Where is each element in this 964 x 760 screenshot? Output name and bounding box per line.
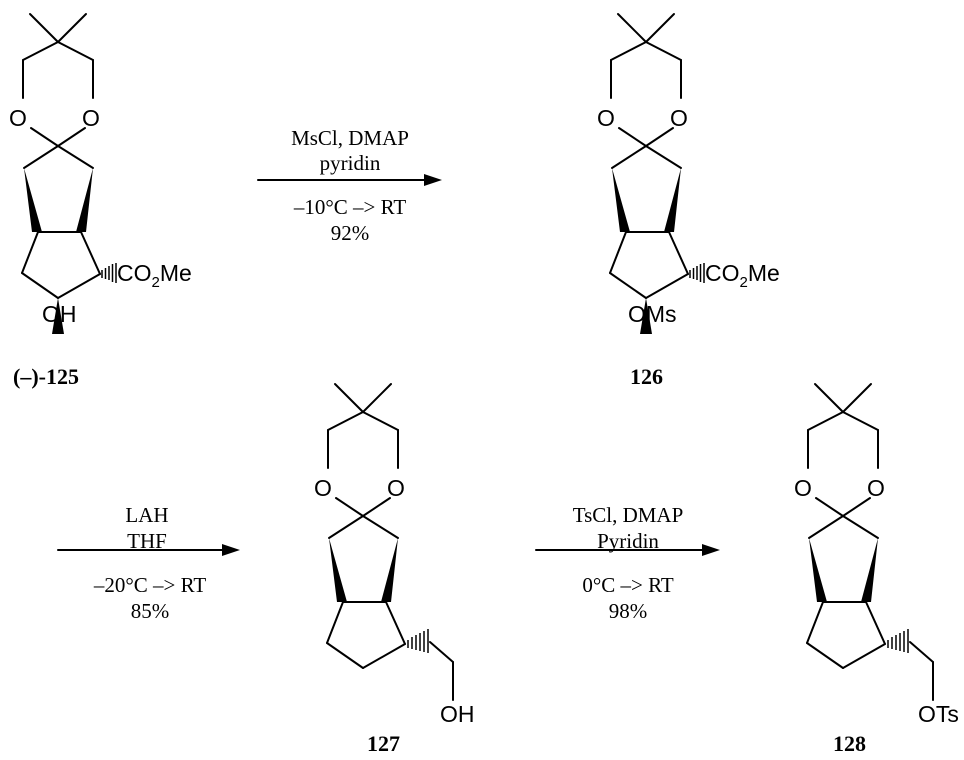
- atom-oxygen: O: [314, 475, 332, 501]
- hydroxyl-group: OH: [42, 301, 77, 327]
- compound-label-125: (–)-125: [13, 364, 79, 389]
- atom-oxygen: O: [9, 105, 27, 131]
- mesylate-group: OMs: [628, 301, 677, 327]
- reaction-arrow-2: LAH THF –20°C –> RT 85%: [57, 503, 240, 623]
- yield: 85%: [131, 599, 170, 623]
- tosylate-group: OTs: [918, 701, 959, 727]
- co2me-group: CO2Me: [705, 260, 780, 291]
- reagents-line-1: TsCl, DMAP: [573, 503, 684, 527]
- conditions: 0°C –> RT: [582, 573, 673, 597]
- compound-label-126: 126: [630, 364, 663, 389]
- yield: 92%: [331, 221, 370, 245]
- arrow-head-icon: [424, 174, 442, 186]
- reaction-arrow-1: MsCl, DMAP pyridin –10°C –> RT 92%: [257, 126, 442, 245]
- compound-126: O O CO2Me OMs 126: [597, 13, 780, 389]
- compound-label-128: 128: [833, 731, 866, 756]
- compound-label-127: 127: [367, 731, 400, 756]
- atom-oxygen: O: [387, 475, 405, 501]
- atom-oxygen: O: [82, 105, 100, 131]
- atom-oxygen: O: [670, 105, 688, 131]
- atom-oxygen: O: [597, 105, 615, 131]
- compound-127: O O OH 127: [314, 383, 475, 756]
- compound-125: O O CO2Me OH (–)-125: [9, 13, 192, 389]
- conditions: –20°C –> RT: [93, 573, 206, 597]
- reaction-arrow-3: TsCl, DMAP Pyridin 0°C –> RT 98%: [535, 503, 720, 623]
- atom-oxygen: O: [867, 475, 885, 501]
- reagents-line-2: pyridin: [320, 151, 381, 175]
- arrow-head-icon: [702, 544, 720, 556]
- yield: 98%: [609, 599, 648, 623]
- reagents-line-1: LAH: [125, 503, 168, 527]
- atom-oxygen: O: [794, 475, 812, 501]
- reagents-line-1: MsCl, DMAP: [291, 126, 409, 150]
- hydroxyl-group: OH: [440, 701, 475, 727]
- arrow-head-icon: [222, 544, 240, 556]
- compound-128: O O OTs 128: [794, 383, 959, 756]
- conditions: –10°C –> RT: [293, 195, 406, 219]
- co2me-group: CO2Me: [117, 260, 192, 291]
